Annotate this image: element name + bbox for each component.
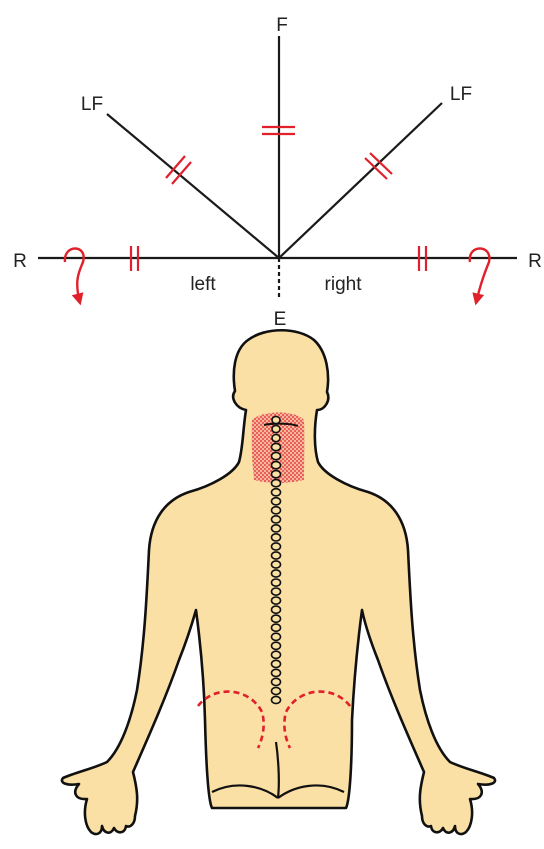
vertebra xyxy=(272,552,281,559)
movement-star xyxy=(38,36,517,300)
lateral-flexion-left-axis xyxy=(107,114,279,258)
vertebra xyxy=(272,534,281,541)
vertebra xyxy=(272,687,281,694)
vertebra xyxy=(272,444,281,451)
vertebra xyxy=(272,453,281,460)
vertebra xyxy=(272,597,281,604)
vertebra xyxy=(272,543,281,550)
vertebra xyxy=(272,660,281,667)
flexion-label: F xyxy=(276,15,288,36)
vertebra xyxy=(272,651,281,658)
rotation-left-arrow xyxy=(65,249,84,304)
vertebra xyxy=(272,570,281,577)
vertebra xyxy=(272,435,280,442)
lateral-flexion-right-axis xyxy=(279,103,442,258)
rotation-left-label: R xyxy=(13,251,27,272)
vertebra xyxy=(272,471,281,478)
vertebra xyxy=(272,669,281,676)
vertebra xyxy=(272,642,281,649)
vertebra xyxy=(272,462,281,469)
vertebra xyxy=(272,525,281,532)
vertebra xyxy=(272,588,281,595)
vertebra xyxy=(272,615,281,622)
lateral-flexion-left-label: LF xyxy=(81,94,103,115)
vertebra xyxy=(272,498,281,505)
rotation-right-label: R xyxy=(528,251,542,272)
vertebra xyxy=(272,633,281,640)
vertebra xyxy=(272,480,281,487)
extension-label: E xyxy=(274,309,287,330)
vertebra xyxy=(272,425,280,432)
vertebra xyxy=(272,696,281,703)
vertebra xyxy=(272,507,281,514)
vertebra xyxy=(272,516,281,523)
vertebra xyxy=(272,416,280,423)
right-side-label: right xyxy=(325,274,363,295)
left-side-label: left xyxy=(190,274,216,295)
lateral-flexion-right-label: LF xyxy=(450,84,472,105)
vertebra xyxy=(272,579,281,586)
vertebra xyxy=(272,624,281,631)
vertebra xyxy=(272,606,281,613)
rotation-right-arrow xyxy=(470,249,490,304)
vertebra xyxy=(272,678,281,685)
vertebra xyxy=(272,489,281,496)
vertebra xyxy=(272,561,281,568)
